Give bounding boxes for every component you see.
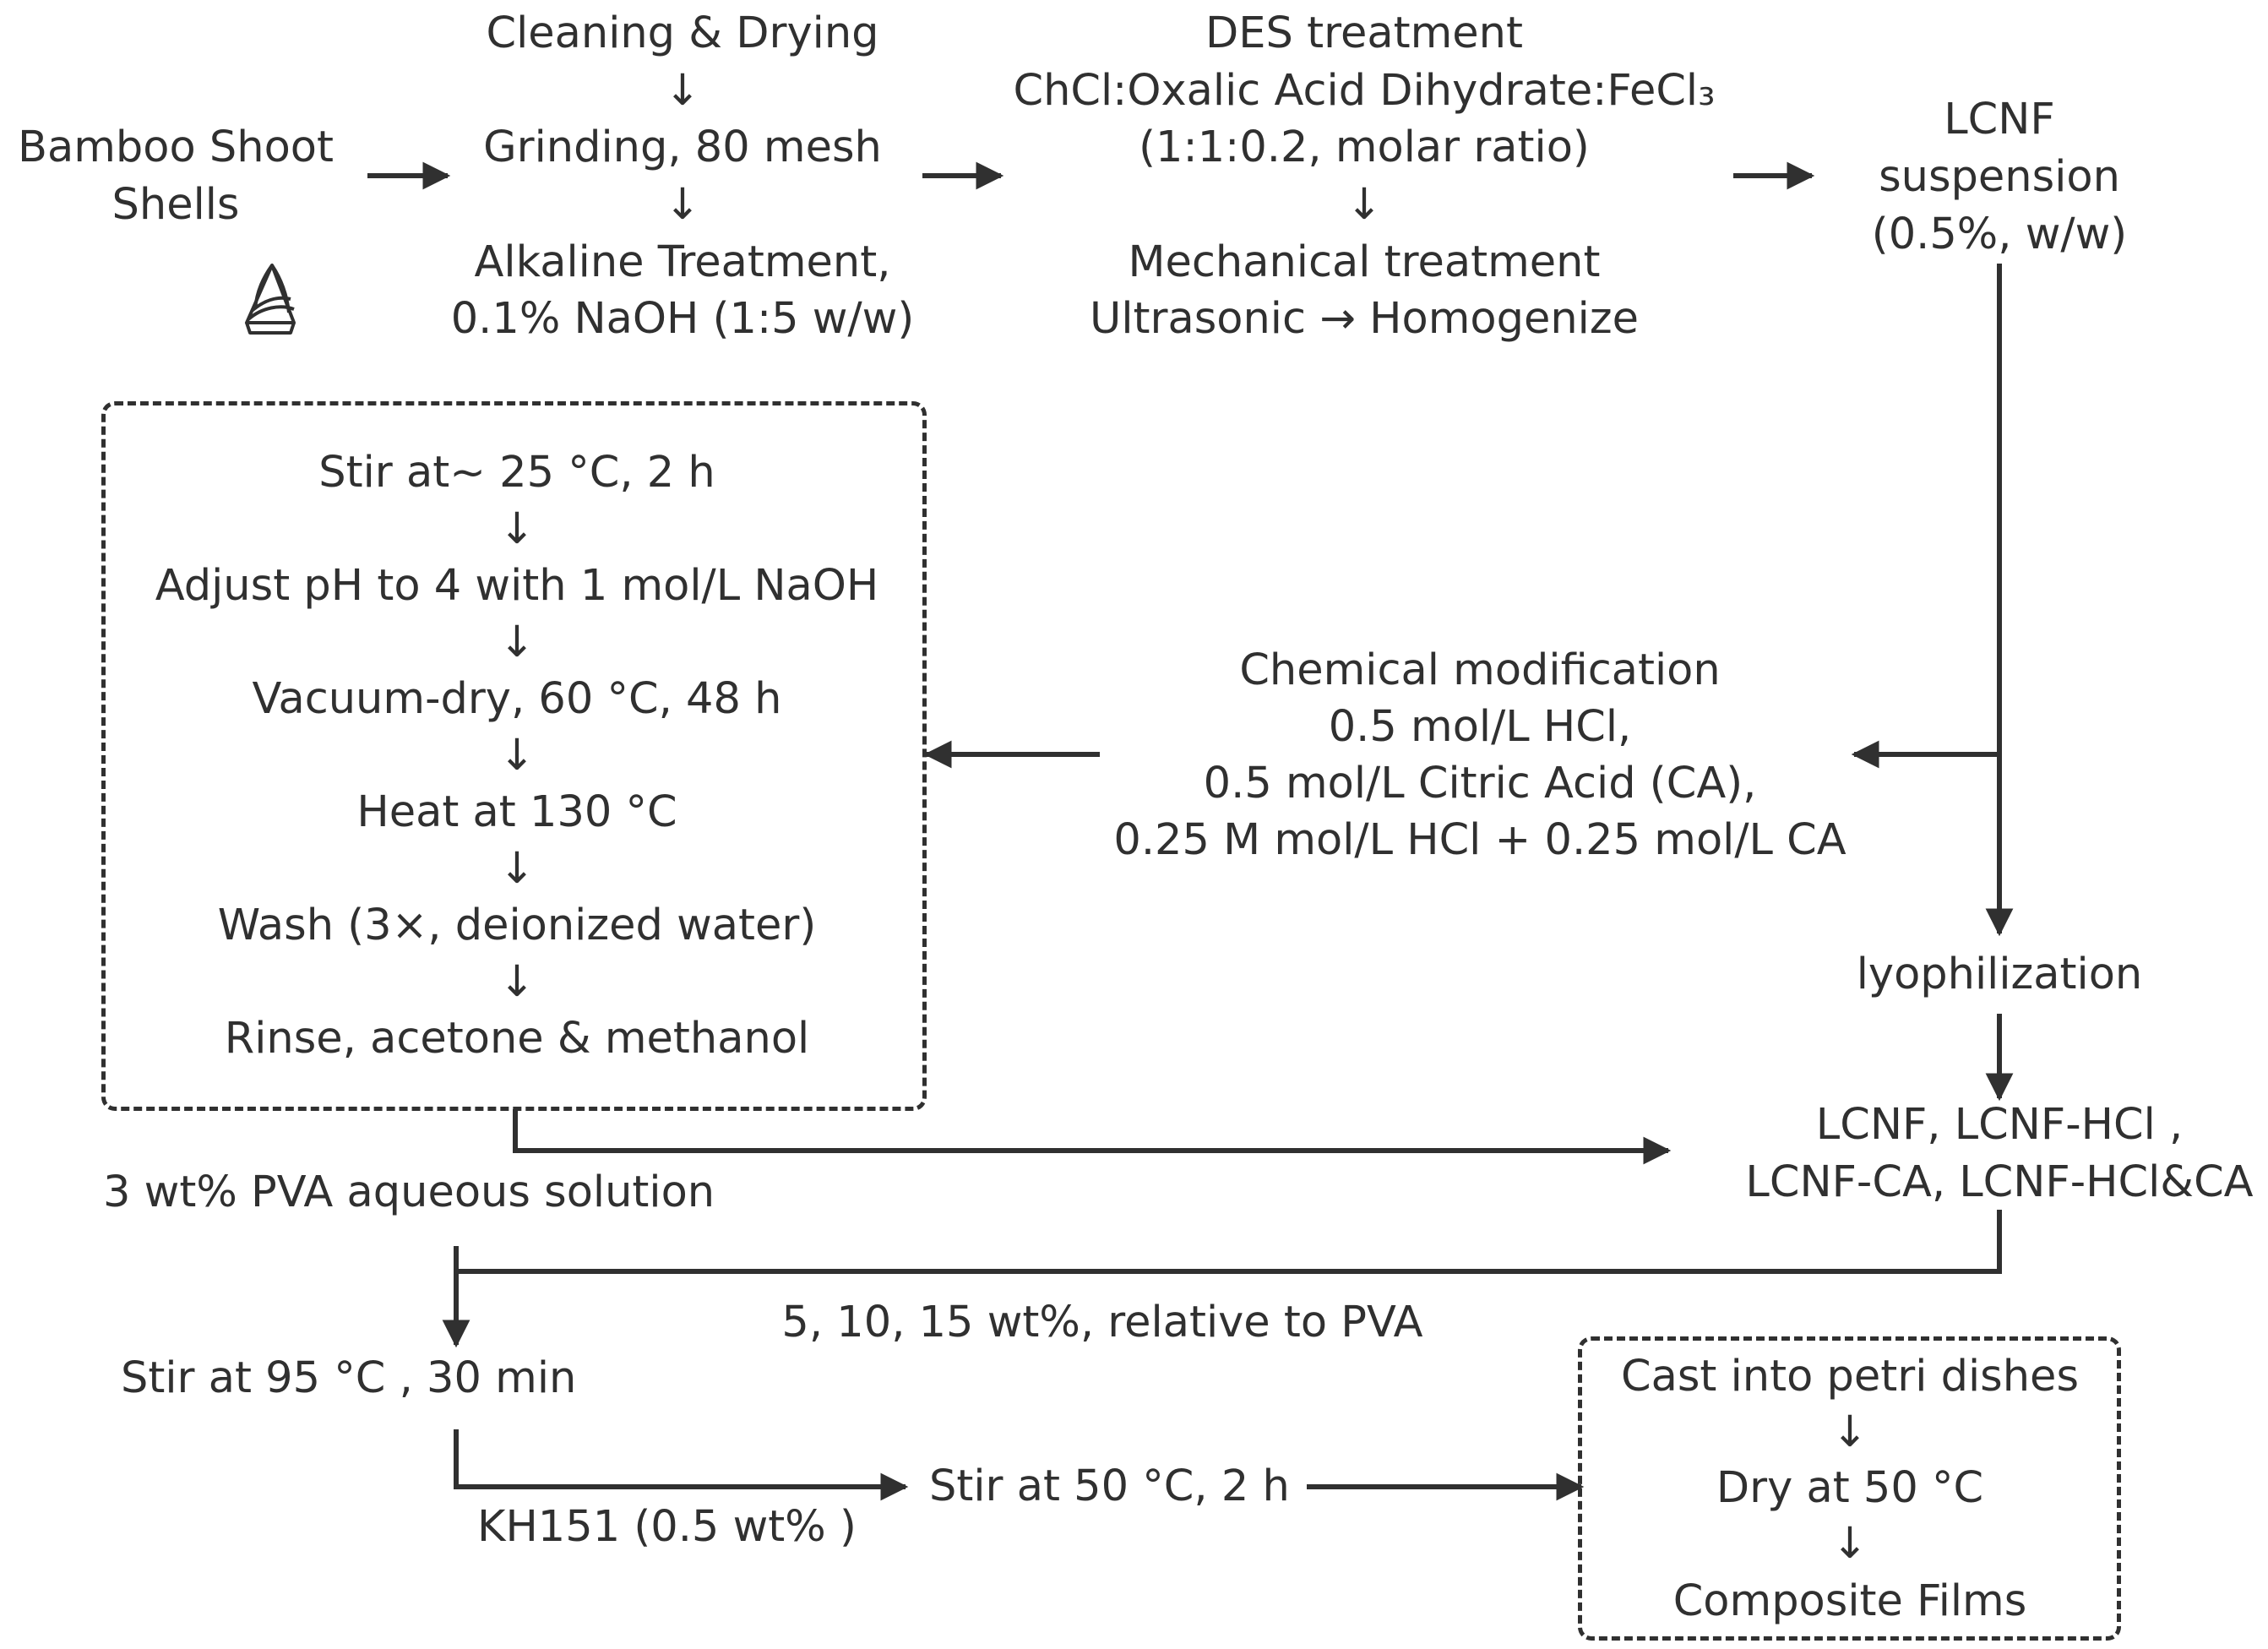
mod-step: Heat at 130 °C [356, 787, 677, 837]
pretreatment-step-alkaline-line1: Alkaline Treatment, [474, 237, 891, 287]
stir-50-label: Stir at 50 °C, 2 h [929, 1461, 1290, 1511]
lcnf-label-line2: suspension [1879, 152, 2120, 202]
kh151-label: KH151 (0.5 wt% ) [477, 1502, 857, 1552]
film-step-cast: Cast into petri dishes [1620, 1352, 2080, 1401]
products-line1: LCNF, LCNF-HCl , [1815, 1100, 2184, 1150]
mod-arrow: ↓ [498, 731, 536, 781]
film-step-dry: Dry at 50 °C [1716, 1463, 1984, 1513]
pva-solution-label: 3 wt% PVA aqueous solution [103, 1167, 715, 1217]
mod-arrow: ↓ [498, 844, 536, 894]
lcnf-label-line1: LCNF [1944, 95, 2055, 144]
film-arrow-1: ↓ [1831, 1407, 1868, 1457]
arrow-stir95-to-stir50 [454, 1429, 909, 1501]
pretreatment-step-alkaline-line2: 0.1% NaOH (1:5 w/w) [450, 294, 915, 344]
arrow-box-to-products [513, 1109, 1672, 1165]
stir-95-label: Stir at 95 °C , 30 min [121, 1353, 577, 1403]
lyophilization-label: lyophilization [1856, 950, 2143, 999]
mod-step: Wash (3×, deionized water) [217, 901, 817, 950]
chem-mod-option-hcl: 0.5 mol/L HCl, [1328, 702, 1632, 752]
source-label-line1: Bamboo Shoot [17, 122, 334, 172]
modification-process-box [101, 401, 927, 1111]
pretreatment-step-cleaning: Cleaning & Drying [486, 8, 879, 58]
line-products-to-mix [456, 1210, 2002, 1274]
film-step-composite: Composite Films [1672, 1576, 2027, 1626]
mod-arrow: ↓ [498, 504, 536, 554]
film-process-box [1578, 1336, 2121, 1641]
mod-step: Adjust pH to 4 with 1 mol/L NaOH [155, 561, 879, 611]
mod-step: Vacuum-dry, 60 °C, 48 h [252, 674, 782, 724]
mechanical-title: Mechanical treatment [1128, 237, 1601, 287]
products-line2: LCNF-CA, LCNF-HCl&CA [1745, 1157, 2254, 1207]
mod-step: Rinse, acetone & methanol [224, 1014, 810, 1064]
pretreatment-arrow-2: ↓ [664, 180, 701, 230]
mod-step: Stir at~ 25 °C, 2 h [318, 448, 715, 498]
mechanical-steps: Ultrasonic → Homogenize [1089, 294, 1640, 344]
pretreatment-arrow-1: ↓ [664, 66, 701, 116]
loading-ratio-label: 5, 10, 15 wt%, relative to PVA [781, 1298, 1423, 1347]
des-reagents: ChCl:Oxalic Acid Dihydrate:FeCl₃ [1013, 66, 1716, 116]
pretreatment-step-grinding: Grinding, 80 mesh [483, 122, 882, 172]
des-arrow: ↓ [1346, 180, 1383, 230]
bamboo-shoot-icon [245, 264, 296, 335]
chem-mod-title: Chemical modification [1239, 645, 1721, 695]
chem-mod-option-mixed: 0.25 M mol/L HCl + 0.25 mol/L CA [1113, 815, 1846, 865]
mod-arrow: ↓ [498, 618, 536, 667]
lcnf-label-line3: (0.5%, w/w) [1871, 210, 2128, 259]
des-ratio: (1:1:0.2, molar ratio) [1139, 122, 1590, 172]
film-arrow-2: ↓ [1831, 1519, 1868, 1569]
mod-arrow: ↓ [498, 957, 536, 1007]
des-title: DES treatment [1205, 8, 1523, 58]
chem-mod-option-ca: 0.5 mol/L Citric Acid (CA), [1203, 759, 1757, 808]
source-label-line2: Shells [111, 180, 240, 230]
